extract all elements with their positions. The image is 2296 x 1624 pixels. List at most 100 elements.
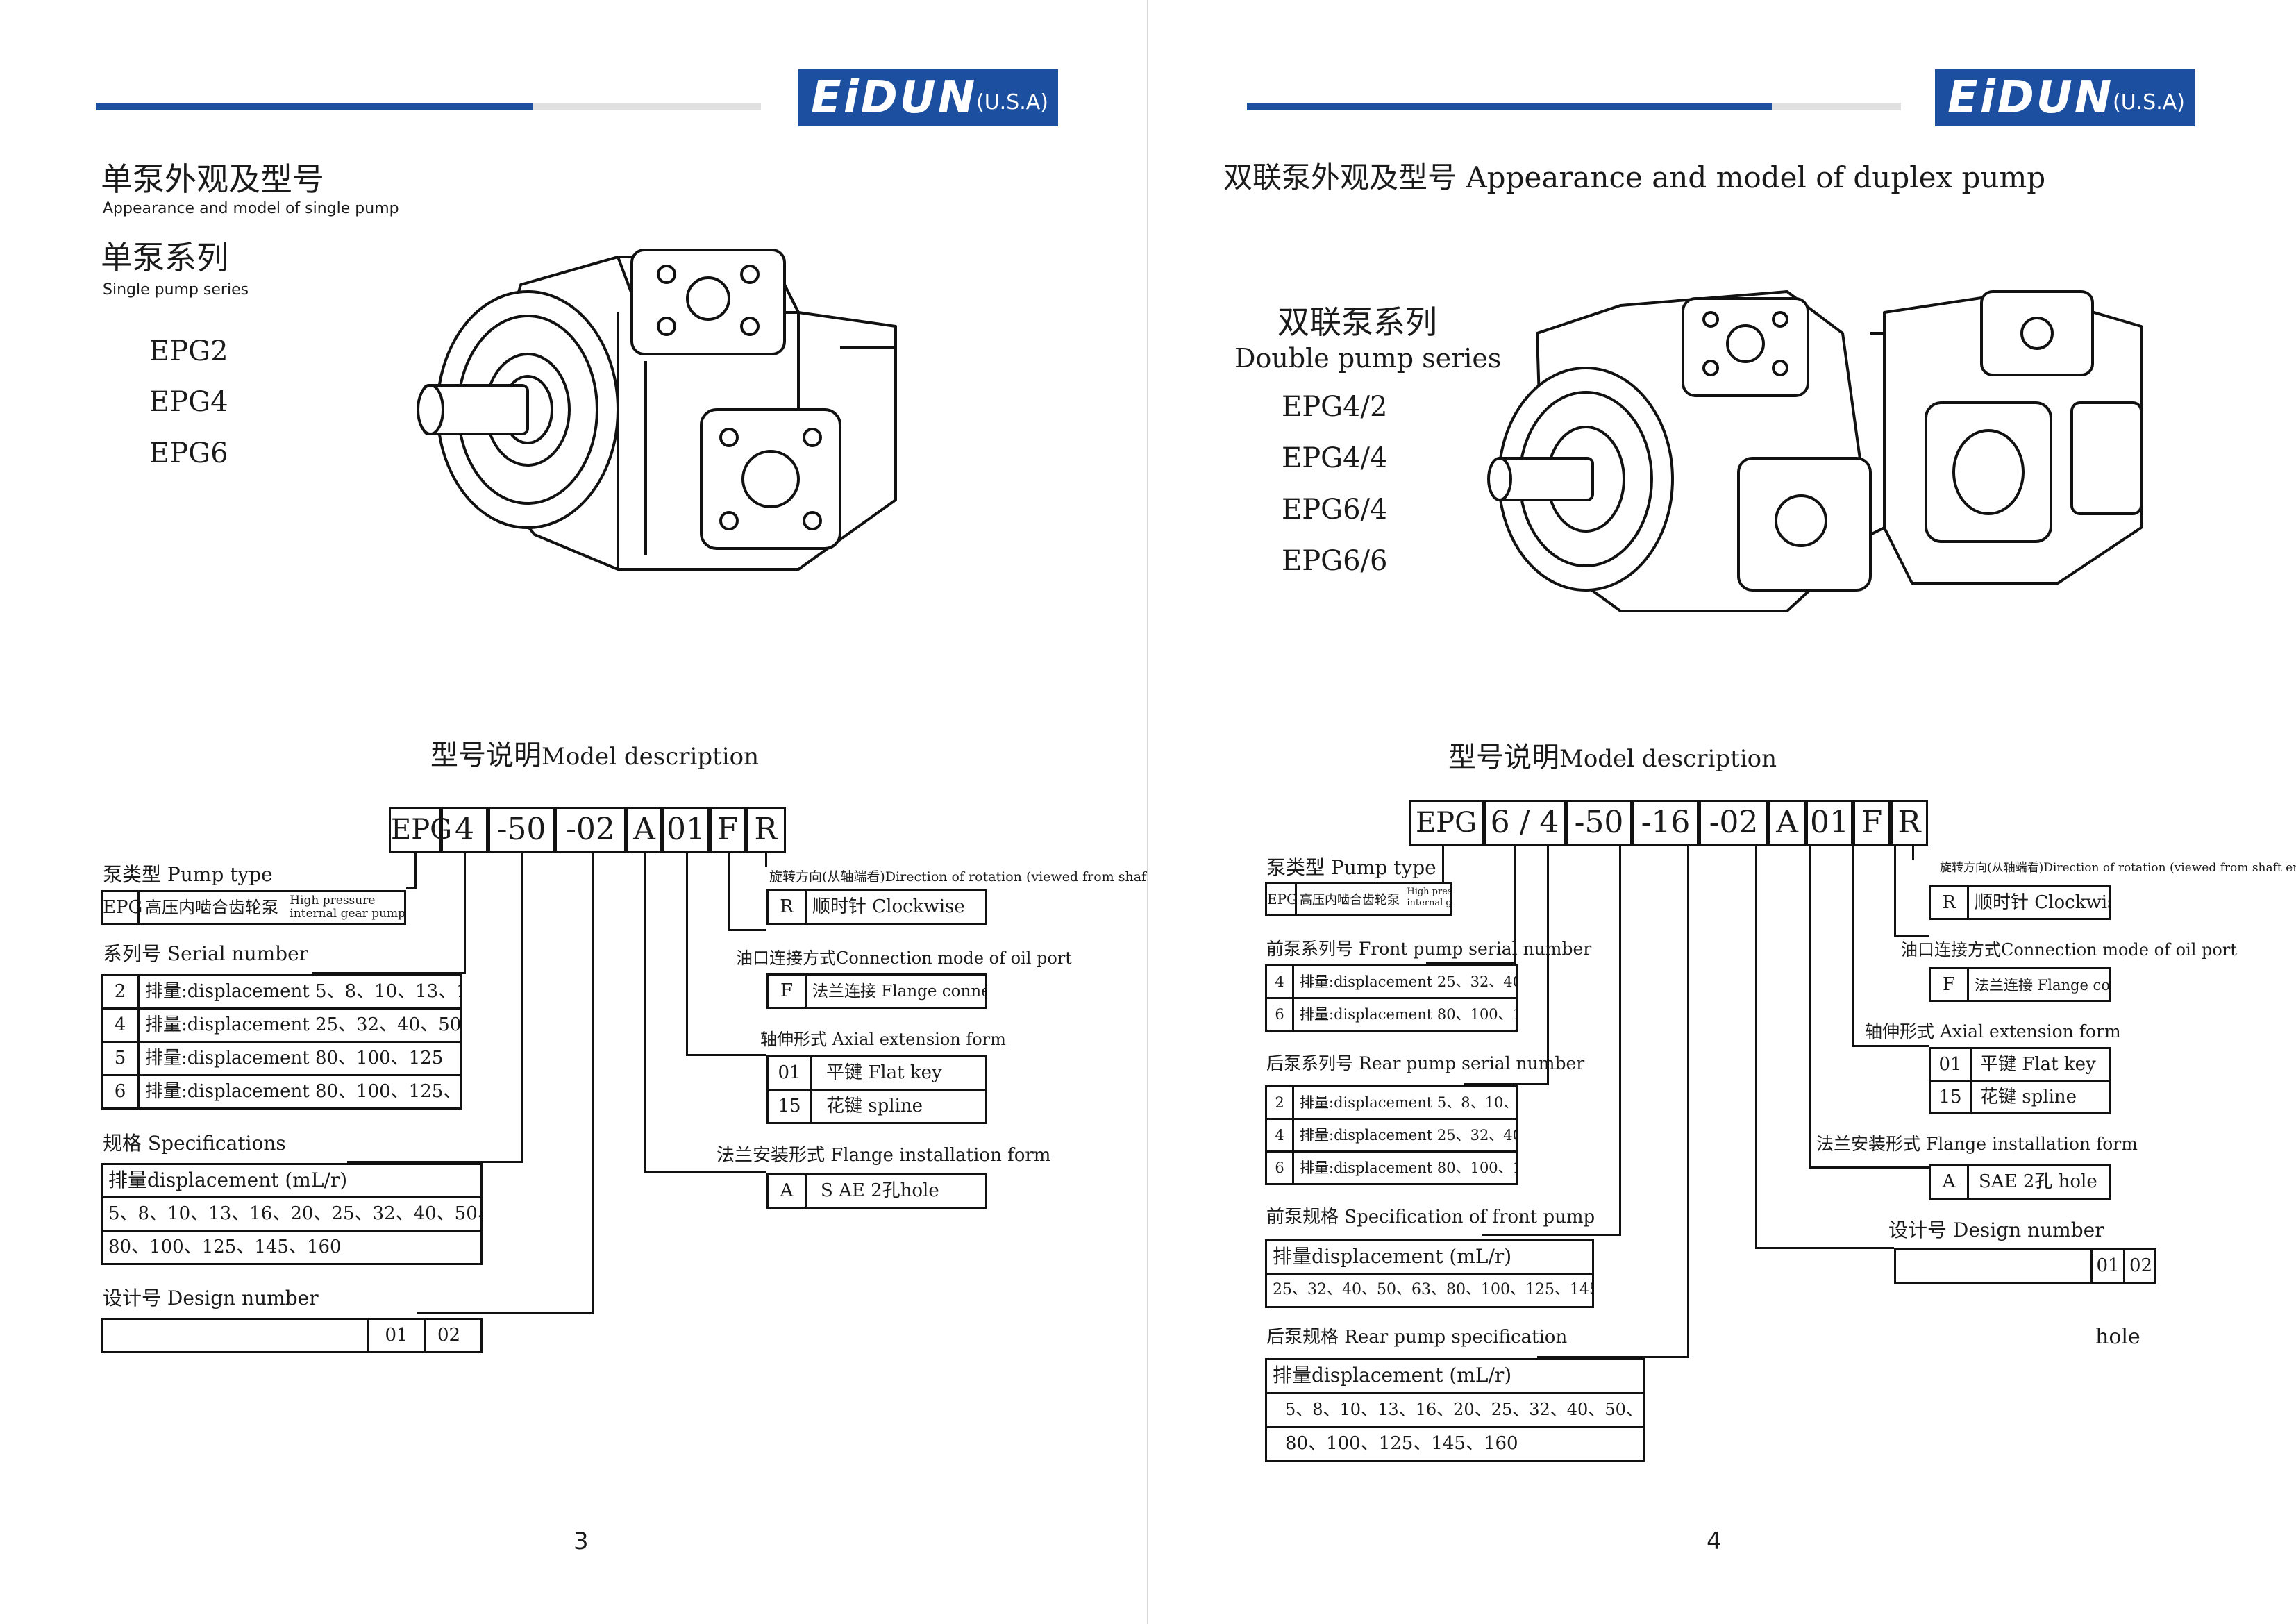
model-item: EPG4/2: [1282, 391, 1388, 423]
model-item: EPG4: [149, 386, 228, 418]
connector-line: [347, 1161, 523, 1163]
connector-line: [728, 853, 730, 930]
connector-line: [592, 853, 594, 1314]
code-rotation: R: [746, 807, 786, 853]
connector-line: [765, 853, 767, 867]
front-spec-header: 排量displacement (mL/r): [1265, 1239, 1594, 1275]
header-bar-blue: [1247, 103, 1772, 110]
code-axial: 01: [1806, 800, 1853, 846]
brand-logo: EiDUN (U.S.A): [1935, 69, 2195, 126]
rear-serial-row: 2排量:displacement 5、8、10、13、16、20: [1265, 1085, 1518, 1120]
code-flange: A: [1768, 800, 1806, 846]
code-oilport: F: [1853, 800, 1891, 846]
model-description-title: 型号说明Model description: [1448, 742, 1777, 773]
connector-line: [1537, 1356, 1689, 1358]
rear-spec-header: 排量displacement (mL/r): [1265, 1358, 1645, 1394]
code-oilport: F: [710, 807, 746, 853]
front-serial-row: 4排量:displacement 25、32、40、50、63: [1265, 964, 1518, 999]
rear-serial-label: 后泵系列号 Rear pump serial number: [1266, 1053, 1585, 1073]
rear-serial-row: 6排量:displacement 80、100、125、145、160: [1265, 1150, 1518, 1185]
page-number: 3: [573, 1527, 589, 1555]
code-spec: -50: [488, 807, 555, 853]
connector-line: [1894, 846, 1896, 936]
spec-row: 80、100、125、145、160: [101, 1230, 483, 1265]
series-title-en: Double pump series: [1234, 343, 1502, 374]
spec-header: 排量displacement (mL/r): [101, 1163, 483, 1198]
connector-line: [1464, 1083, 1549, 1085]
series-title-cn: 双联泵系列: [1277, 303, 1437, 341]
header-bar-blue: [96, 103, 533, 110]
code-pump-type: EPG: [389, 807, 452, 853]
axial-label: 轴伸形式 Axial extension form: [1865, 1021, 2121, 1041]
oilport-label: 油口连接方式Connection mode of oil port: [1901, 940, 2237, 960]
connector-line: [1755, 1247, 1894, 1249]
connector-line: [686, 853, 688, 1055]
brand-logo: EiDUN (U.S.A): [798, 69, 1058, 126]
axial-label: 轴伸形式 Axial extension form: [760, 1030, 1006, 1049]
page-number: 4: [1707, 1527, 1722, 1555]
connector-line: [1755, 846, 1757, 1248]
connector-line: [1442, 846, 1444, 882]
pump-type-label: 泵类型 Pump type: [1266, 856, 1436, 879]
connector-line: [686, 1054, 766, 1056]
spec-label: 规格 Specifications: [103, 1132, 286, 1155]
front-spec-row: 25、32、40、50、63、80、100、125、145、160: [1265, 1273, 1594, 1308]
oilport-label: 油口连接方式Connection mode of oil port: [736, 948, 1072, 968]
serial-label: 系列号 Serial number: [103, 942, 309, 965]
connector-line: [464, 853, 466, 972]
connector-line: [1547, 846, 1549, 1085]
code-design: -02: [555, 807, 626, 853]
front-spec-label: 前泵规格 Specification of front pump: [1266, 1207, 1595, 1228]
design-number-label: 设计号 Design number: [1888, 1219, 2104, 1241]
serial-row: 2排量:displacement 5、8、10、13、16、20: [101, 974, 462, 1010]
code-rear-spec: -16: [1632, 800, 1699, 846]
stray-text: hole: [2095, 1325, 2140, 1349]
model-item: EPG2: [149, 335, 228, 367]
connector-line: [1852, 846, 1854, 1047]
connector-line: [1852, 1045, 1929, 1047]
code-serial: 4: [441, 807, 488, 853]
design-number-label: 设计号 Design number: [103, 1287, 319, 1309]
model-item: EPG6: [149, 437, 228, 469]
connector-line: [1426, 962, 1516, 964]
connector-line: [414, 853, 417, 889]
header-bar-grey: [533, 103, 761, 110]
model-item: EPG6/6: [1282, 545, 1388, 577]
single-pump-illustration: [417, 249, 897, 571]
section-title: 双联泵外观及型号 Appearance and model of duplex …: [1223, 160, 2046, 194]
connector-line: [406, 887, 417, 889]
connector-line: [1809, 1166, 1929, 1169]
connector-line: [521, 853, 523, 1162]
duplex-pump-illustration: [1487, 290, 2143, 612]
connector-line: [1912, 846, 1914, 860]
code-front-spec: -50: [1566, 800, 1632, 846]
page-left: EiDUN (U.S.A) 单泵外观及型号 Appearance and mod…: [96, 69, 1186, 1555]
connector-line: [417, 1312, 594, 1314]
code-pump-type: EPG: [1409, 800, 1484, 846]
front-serial-row: 6排量:displacement 80、100、125、145、160: [1265, 997, 1518, 1032]
section-title-en: Appearance and model of single pump: [103, 200, 399, 217]
flange-label: 法兰安装形式 Flange installation form: [1816, 1134, 2138, 1154]
code-rotation: R: [1891, 800, 1928, 846]
spec-row: 5、8、10、13、16、20、25、32、40、50、63: [101, 1196, 483, 1232]
rotation-label: 旋转方向(从轴端看)Direction of rotation (viewed …: [769, 869, 1186, 885]
connector-line: [1894, 935, 1929, 937]
model-description-title: 型号说明Model description: [430, 739, 760, 771]
flange-label: 法兰安装形式 Flange installation form: [717, 1145, 1051, 1166]
connector-line: [1514, 846, 1516, 964]
model-item: EPG4/4: [1282, 442, 1388, 474]
code-design: -02: [1699, 800, 1768, 846]
rear-spec-row: 5、8、10、13、16、20、25、32、40、50、63: [1265, 1392, 1645, 1428]
connector-line: [644, 1171, 766, 1173]
